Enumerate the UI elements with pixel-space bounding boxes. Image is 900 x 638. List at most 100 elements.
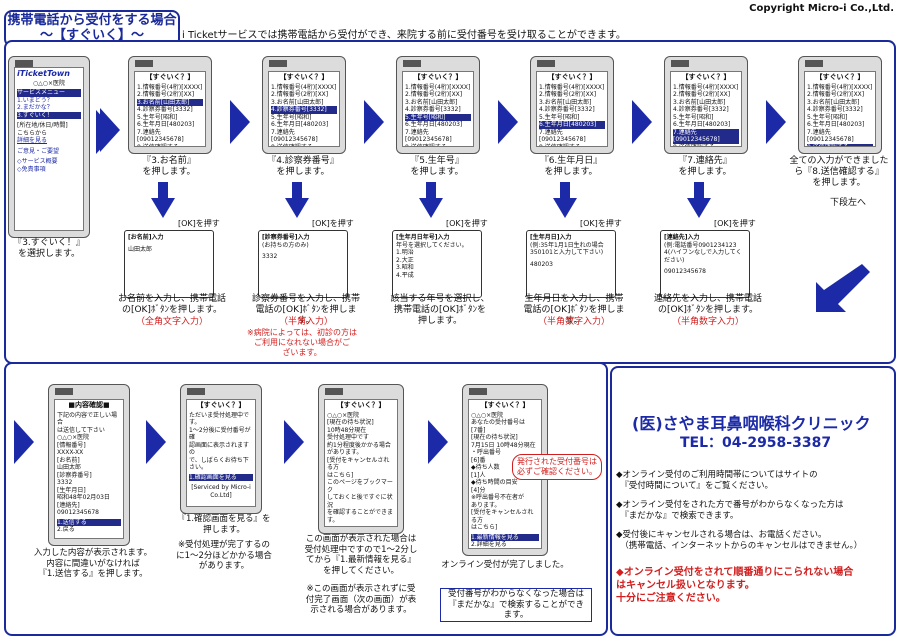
input-value[interactable]: 480203 bbox=[530, 260, 553, 268]
menu-item-2[interactable]: 2.情報番号(2桁)[XX] bbox=[807, 91, 865, 98]
phone-screen: 【すぐいく？】 1.情報番号(4桁)[XXXX]2.情報番号(2桁)[XX]3.お… bbox=[402, 71, 474, 147]
screen-header: 【すぐいく？】 bbox=[815, 73, 865, 81]
screen-action[interactable]: 1.送信する bbox=[57, 518, 121, 526]
menu-item-7[interactable]: 7.連絡先[09012345678] bbox=[539, 128, 586, 144]
menu-item-1[interactable]: 1.情報番号(4桁)[XXXX] bbox=[673, 83, 739, 91]
screen-header: 【すぐいく？】 bbox=[279, 73, 329, 81]
screen-action[interactable]: 1.最新情報を見る bbox=[471, 533, 539, 541]
menu-item-3[interactable]: 3.お名前[山田太郎] bbox=[807, 98, 860, 106]
menu-item-7[interactable]: 7.連絡先[09012345678] bbox=[807, 128, 854, 144]
input-value[interactable]: 3332 bbox=[262, 253, 278, 260]
menu-item-7[interactable]: 7.連絡先[09012345678] bbox=[137, 128, 184, 144]
screen-action[interactable]: 1.確認画面を見る bbox=[189, 473, 253, 481]
screen-line: を確認することができます。 bbox=[327, 509, 394, 524]
menu-item-5[interactable]: 5.生年号[昭和] bbox=[539, 113, 580, 121]
era-option[interactable]: 3.昭和 bbox=[396, 264, 414, 271]
screen-line: ◆待ち人数 bbox=[471, 464, 500, 471]
menu-item-3[interactable]: 3.お名前[山田太郎] bbox=[405, 98, 458, 106]
menu-item-4[interactable]: 4.診察券番号[3332] bbox=[137, 106, 193, 113]
menu-item-8[interactable]: 8.送信確認する bbox=[807, 143, 873, 146]
antenna-icon bbox=[671, 60, 689, 67]
screen-line: はこちら] bbox=[327, 471, 354, 479]
bottom-caption-b2_cap: 『1.確認画面を見る』を 押します。 bbox=[177, 514, 271, 535]
menu-item-8[interactable]: 8.送信確認する bbox=[673, 143, 715, 147]
menu-item-7[interactable]: 7.連絡先[09012345678] bbox=[271, 128, 318, 144]
era-option[interactable]: 1.明治 bbox=[396, 249, 414, 256]
menu-item-7[interactable]: 7.連絡先[09012345678] bbox=[673, 128, 739, 144]
down-left-label: 下段左へ bbox=[830, 198, 867, 208]
menu-item-2[interactable]: 2.情報番号(2桁)[XX] bbox=[405, 91, 463, 98]
menu-item-8[interactable]: 8.送信確認する bbox=[539, 143, 581, 147]
menu-item-2[interactable]: 2.情報番号(2桁)[XX] bbox=[137, 91, 195, 98]
menu-item-5[interactable]: 5.生年号[昭和] bbox=[137, 113, 178, 121]
menu-item-6[interactable]: 6.生年月日[480203] bbox=[271, 121, 329, 128]
menu-item-8[interactable]: 8.送信確認する bbox=[405, 143, 447, 147]
note-1: ◆オンライン受付のご利用時間帯についてはサイトの 『受付時間について』をご覧くだ… bbox=[616, 470, 818, 491]
clinic-title: (医)さやま耳鼻咽喉科クリニック bbox=[632, 414, 871, 433]
input-screen-tel: [連絡先]入力(例:電話番号0901234123 4(ハイフンなしで入力してくだ… bbox=[660, 230, 750, 298]
menu-item-6[interactable]: 6.生年月日[480203] bbox=[539, 121, 605, 129]
menu-item-3[interactable]: 3.すぐいく！ bbox=[17, 111, 81, 119]
menu-item-6[interactable]: 6.生年月日[480203] bbox=[673, 121, 731, 128]
screen-line: は送信して下さい bbox=[57, 426, 105, 434]
menu-item-2[interactable]: 2.情報番号(2桁)[XX] bbox=[539, 91, 597, 98]
menu-item-6[interactable]: 6.生年月日[480203] bbox=[137, 121, 195, 128]
menu-item-1[interactable]: 1.情報番号(4桁)[XXXX] bbox=[405, 83, 471, 91]
screen-line: ただいま受付処理中です。 bbox=[189, 411, 250, 427]
arrow-right-icon bbox=[498, 100, 518, 144]
screen-line: [1]人 bbox=[471, 471, 486, 479]
screen-header: ■内容確認■ bbox=[68, 401, 110, 409]
menu-item-6[interactable]: 6.生年月日[480203] bbox=[405, 121, 463, 128]
menu-item-5[interactable]: 5.生年号[昭和] bbox=[271, 113, 312, 121]
menu-item-3[interactable]: 3.お名前[山田太郎] bbox=[271, 98, 324, 106]
menu-item-3[interactable]: 3.お名前[山田太郎] bbox=[673, 98, 726, 106]
menu-item-3[interactable]: 3.お名前[山田太郎] bbox=[539, 98, 592, 106]
input-value[interactable]: 山田太郎 bbox=[128, 245, 153, 253]
era-option[interactable]: 4.平成 bbox=[396, 271, 414, 279]
menu-item-4[interactable]: 4.診察券番号[3332] bbox=[807, 106, 863, 113]
menu-item-2[interactable]: 2.情報番号(2桁)[XX] bbox=[271, 91, 329, 98]
menu-item-5[interactable]: 5.生年号[昭和] bbox=[405, 113, 471, 121]
screen-line: 山田太郎 bbox=[57, 464, 82, 471]
menu-item-1[interactable]: 1.情報番号(4桁)[XXXX] bbox=[271, 83, 337, 91]
menu-item-7[interactable]: 7.連絡先[09012345678] bbox=[405, 128, 452, 144]
menu-item-3[interactable]: 3.お名前[山田太郎] bbox=[137, 98, 203, 106]
menu-item-5[interactable]: 5.生年号[昭和] bbox=[673, 113, 714, 121]
input-value[interactable]: 09012345678 bbox=[664, 268, 706, 275]
menu-item-2[interactable]: 2.まだかな？ bbox=[17, 104, 53, 111]
caption-step6: 全ての入力ができました ら『8.送信確認する』 を押します。 bbox=[789, 156, 889, 188]
antenna-icon bbox=[469, 388, 487, 395]
menu-item-1[interactable]: 1.いまどう？ bbox=[17, 96, 53, 104]
antenna-icon bbox=[805, 60, 823, 67]
menu-item-1[interactable]: 1.情報番号(4桁)[XXXX] bbox=[807, 83, 873, 91]
screen-header: 【すぐいく？】 bbox=[336, 401, 386, 409]
detail-link[interactable]: 詳細を見る bbox=[17, 137, 48, 144]
menu-item-8[interactable]: 8.送信確認する bbox=[137, 143, 179, 147]
menu-item-4[interactable]: 4.診察券番号[3332] bbox=[673, 106, 729, 113]
screen-action[interactable]: 1.最新情報を見る bbox=[327, 526, 395, 527]
service-link[interactable]: ◇サービス概要 bbox=[17, 158, 58, 165]
menu-item-4[interactable]: 4.診察券番号[3332] bbox=[271, 106, 337, 114]
menu-item-6[interactable]: 6.生年月日[480203] bbox=[807, 121, 865, 128]
menu-item-2[interactable]: 2.情報番号(2桁)[XX] bbox=[673, 91, 731, 98]
screen-header: 【すぐいく？】 bbox=[413, 73, 463, 81]
menu-item-4[interactable]: 4.診察券番号[3332] bbox=[405, 106, 461, 113]
caption-step2: 『4.診察券番号』 を押します。 bbox=[267, 156, 339, 177]
screen-line: 10時48分現在 bbox=[327, 426, 367, 434]
disclaimer-link[interactable]: ◇免責事項 bbox=[17, 165, 46, 173]
info-label-2: こちらから bbox=[17, 129, 48, 137]
screen-line: [現在の待ち状況] bbox=[471, 434, 518, 441]
menu-item-1[interactable]: 1.情報番号(4桁)[XXXX] bbox=[137, 83, 203, 91]
phone-screen: 【すぐいく？】 1.情報番号(4桁)[XXXX]2.情報番号(2桁)[XX]3.お… bbox=[804, 71, 876, 147]
clinic-tel: TEL：04-2958-3387 bbox=[680, 435, 832, 451]
menu-item-4[interactable]: 4.診察券番号[3332] bbox=[539, 106, 595, 113]
era-option[interactable]: 2.大正 bbox=[396, 256, 414, 264]
screen-action-2[interactable]: 2.戻る bbox=[57, 526, 75, 533]
menu-item-5[interactable]: 5.生年号[昭和] bbox=[807, 113, 848, 121]
menu-item-8[interactable]: 8.送信確認する bbox=[271, 143, 313, 147]
input-format-tel: （半角数字入力） bbox=[671, 317, 744, 327]
menu-item-1[interactable]: 1.情報番号(4桁)[XXXX] bbox=[539, 83, 605, 91]
opinion-link[interactable]: ご意見・ご要望 bbox=[17, 147, 60, 155]
phone-step-4: 【すぐいく？】1.情報番号(4桁)[XXXX]2.情報番号(2桁)[XX]3.お… bbox=[530, 56, 614, 154]
screen-action-2[interactable]: 2.詳細を見る bbox=[471, 541, 507, 548]
